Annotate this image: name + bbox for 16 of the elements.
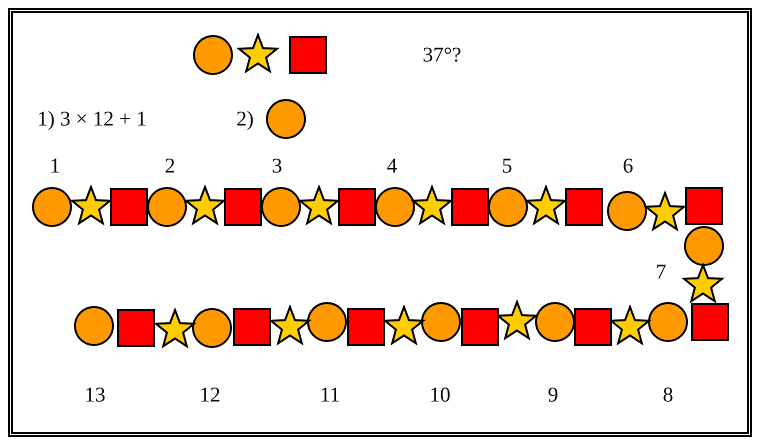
- question-text: 37°?: [422, 44, 462, 66]
- position-number: 7: [656, 262, 666, 282]
- position-number: 4: [386, 156, 398, 176]
- position-number: 13: [84, 384, 106, 406]
- position-number: 5: [502, 156, 512, 176]
- position-number: 10: [430, 384, 450, 406]
- position-number: 2: [164, 156, 176, 176]
- position-number: 9: [548, 384, 558, 406]
- position-number: 12: [200, 384, 220, 406]
- question-text: 2): [236, 108, 254, 130]
- position-number: 3: [272, 156, 282, 176]
- position-number: 8: [662, 384, 674, 406]
- position-number: 11: [320, 384, 340, 406]
- position-number: 1: [50, 156, 60, 176]
- question-text: 1) 3 × 12 + 1: [37, 108, 147, 130]
- position-number: 6: [622, 156, 634, 176]
